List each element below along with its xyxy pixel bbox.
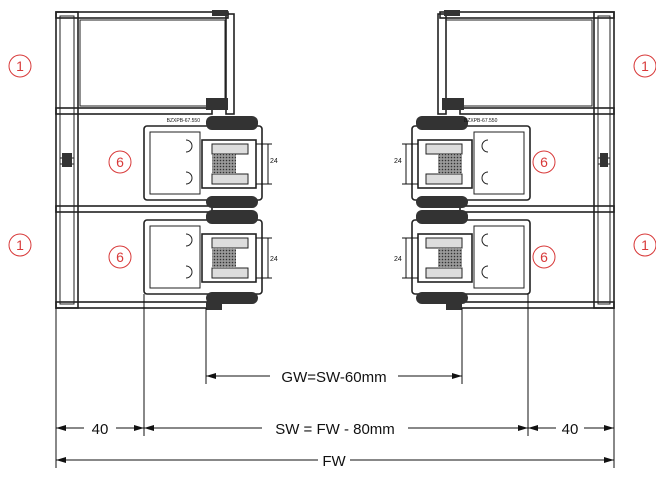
- svg-text:24: 24: [270, 158, 278, 165]
- svg-text:1: 1: [641, 237, 649, 253]
- left-upper-sash: [143, 116, 263, 208]
- dim-24-right-lower: 24: [394, 237, 418, 279]
- callout-6-left-upper: 6: [108, 150, 132, 174]
- svg-text:1: 1: [16, 58, 24, 74]
- svg-text:24: 24: [394, 256, 402, 263]
- svg-text:1: 1: [16, 237, 24, 253]
- svg-text:40: 40: [562, 421, 579, 438]
- callout-1-bottom-right: 1: [633, 233, 656, 257]
- dim-24-left-lower: 24: [256, 237, 278, 279]
- svg-text:24: 24: [394, 158, 402, 165]
- dim-24-left-upper: 24: [256, 143, 278, 185]
- dim-fw: FW: [56, 453, 614, 470]
- left-frame-profile: [55, 10, 235, 309]
- right-lower-sash: [411, 210, 531, 310]
- svg-text:6: 6: [540, 154, 548, 170]
- svg-text:40: 40: [92, 421, 109, 438]
- svg-text:6: 6: [540, 249, 548, 265]
- callout-6-right-upper: 6: [532, 150, 556, 174]
- callout-1-top-left: 1: [8, 54, 32, 78]
- callout-1-top-right: 1: [633, 54, 656, 78]
- extension-lines: [55, 294, 615, 468]
- right-frame-profile: [437, 10, 615, 309]
- dim-left-40: 40: [56, 421, 144, 438]
- profile-code-right: BZXPB-67.550: [464, 118, 498, 124]
- svg-text:24: 24: [270, 256, 278, 263]
- svg-text:FW: FW: [322, 453, 346, 470]
- dim-24-right-upper: 24: [394, 143, 418, 185]
- dim-right-40: 40: [528, 421, 614, 438]
- svg-text:6: 6: [116, 154, 124, 170]
- profile-code-left: BZXPB-67.550: [167, 118, 201, 124]
- callout-1-bottom-left: 1: [8, 233, 32, 257]
- callout-6-right-lower: 6: [532, 245, 556, 269]
- svg-text:1: 1: [641, 58, 649, 74]
- dim-sw: SW = FW - 80mm: [144, 421, 528, 438]
- svg-text:GW=SW-60mm: GW=SW-60mm: [281, 369, 386, 386]
- svg-text:6: 6: [116, 249, 124, 265]
- dim-gw: GW=SW-60mm: [206, 369, 462, 386]
- left-lower-sash: [143, 210, 263, 310]
- right-upper-sash: [411, 116, 531, 208]
- svg-text:SW = FW - 80mm: SW = FW - 80mm: [275, 421, 395, 438]
- callout-6-left-lower: 6: [108, 245, 132, 269]
